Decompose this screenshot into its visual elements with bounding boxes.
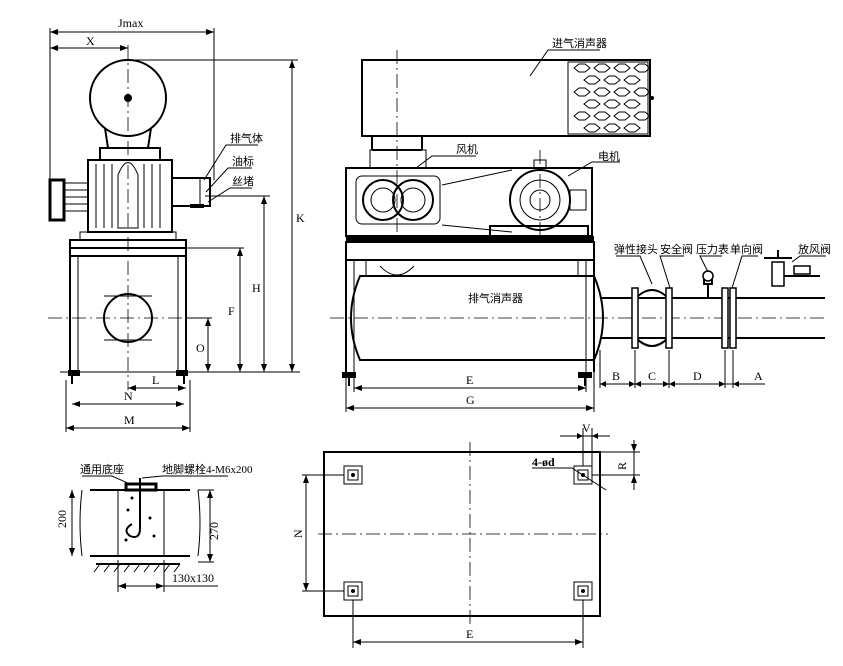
plan-view: N E V R 4-ød bbox=[291, 421, 640, 648]
side-view: Jmax X K H F O L N M bbox=[48, 16, 305, 432]
label-wire-plug: 丝堵 bbox=[232, 174, 254, 188]
label-safety-valve: 安全阀 bbox=[660, 242, 693, 256]
dim-f: F bbox=[228, 304, 235, 318]
dim-v: V bbox=[582, 421, 591, 435]
label-check-valve: 单向阀 bbox=[730, 242, 763, 256]
label-flex-joint: 弹性接头 bbox=[614, 242, 658, 256]
dim-130: 130x130 bbox=[172, 571, 214, 585]
label-anchor-bolt: 地脚螺栓4-M6x200 bbox=[162, 462, 253, 476]
dim-x: X bbox=[86, 34, 95, 48]
dim-k: K bbox=[296, 211, 305, 225]
dim-m: M bbox=[124, 413, 135, 427]
dim-h: H bbox=[252, 281, 261, 295]
dim-holes: 4-ød bbox=[532, 455, 555, 469]
front-view: 进气消声器 风机 电机 排气消声器 bbox=[330, 36, 831, 412]
foundation-detail: 通用底座 地脚螺栓4-M6x200 200 270 130x130 bbox=[55, 462, 253, 592]
label-exhaust-silencer: 排气消声器 bbox=[468, 291, 523, 305]
label-motor: 电机 bbox=[598, 149, 620, 163]
dim-g: G bbox=[466, 393, 475, 407]
dim-r: R bbox=[615, 462, 629, 470]
dim-e-plan: E bbox=[466, 627, 473, 641]
dim-c: C bbox=[648, 369, 656, 383]
dim-e-front: E bbox=[466, 373, 473, 387]
label-fan: 风机 bbox=[456, 142, 478, 156]
label-exhaust-body: 排气体 bbox=[230, 131, 263, 145]
dim-o: O bbox=[196, 341, 205, 355]
label-base: 通用底座 bbox=[80, 462, 124, 476]
label-intake-silencer: 进气消声器 bbox=[552, 36, 607, 50]
dim-n: N bbox=[124, 389, 133, 403]
label-oil-gauge: 油标 bbox=[232, 154, 254, 168]
dim-b: B bbox=[612, 369, 620, 383]
dim-200: 200 bbox=[55, 510, 69, 528]
dim-n-plan: N bbox=[291, 529, 305, 538]
label-pressure-gauge: 压力表 bbox=[696, 242, 729, 256]
label-vent-valve: 放风阀 bbox=[798, 242, 831, 256]
dim-l: L bbox=[152, 373, 159, 387]
dim-a: A bbox=[754, 369, 763, 383]
exhaust-silencer bbox=[350, 275, 604, 361]
dim-270: 270 bbox=[207, 522, 221, 540]
dim-d: D bbox=[693, 369, 702, 383]
dim-jmax: Jmax bbox=[118, 16, 143, 30]
intake-silencer bbox=[361, 59, 651, 137]
